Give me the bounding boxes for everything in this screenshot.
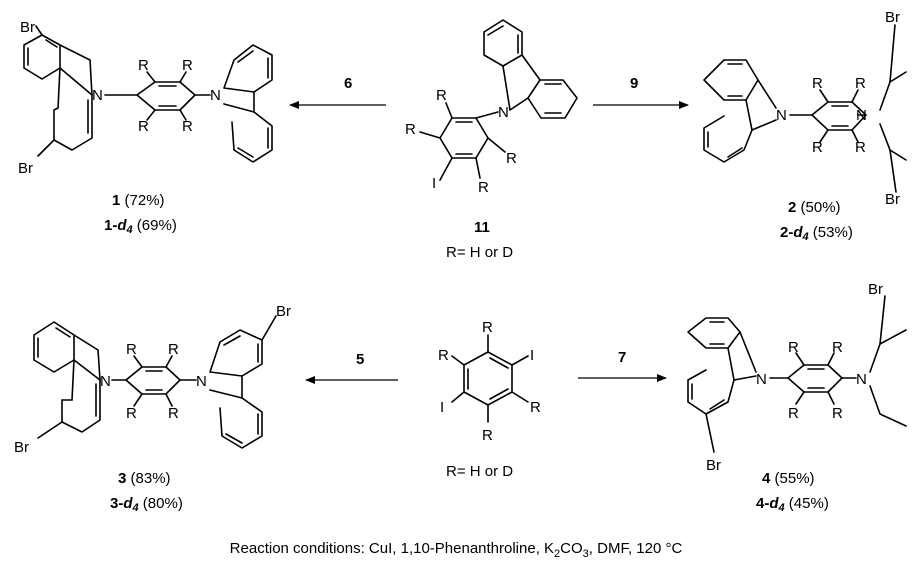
atom-br: Br [885, 9, 900, 26]
compound-3-d4-label: 3-d4 (80%) [110, 495, 183, 514]
diiodobenzene-structure [451, 334, 529, 423]
atom-r: R [478, 179, 489, 196]
compound-11-structure [419, 19, 578, 181]
compound-4-label: 4 (55%) [762, 470, 815, 487]
atom-r: R [168, 405, 179, 422]
atom-r: R [138, 57, 149, 74]
atom-r: R [482, 427, 493, 444]
arrow-label-5: 5 [356, 351, 364, 368]
atom-i: I [440, 399, 444, 416]
atom-r: R [788, 405, 799, 422]
compound-2-label: 2 (50%) [788, 199, 841, 216]
atom-r: R [530, 399, 541, 416]
compound-1-structure [23, 25, 273, 163]
atom-br: Br [706, 457, 721, 474]
arrow-label-9: 9 [630, 75, 638, 92]
atom-r: R [832, 405, 843, 422]
atom-r: R [182, 57, 193, 74]
atom-r: R [126, 405, 137, 422]
atom-r: R [405, 121, 416, 138]
atom-i: I [530, 347, 534, 364]
reagent-note-bottom: R= H or D [446, 463, 513, 480]
atom-i: I [432, 175, 436, 192]
compound-3-structure [33, 315, 277, 449]
atom-r: R [788, 339, 799, 356]
atom-r: R [168, 341, 179, 358]
atom-r: R [832, 339, 843, 356]
compound-2-structure [703, 24, 907, 193]
compound-11-label: 11 [474, 219, 490, 236]
atom-n: N [92, 87, 103, 104]
atom-r: R [436, 87, 447, 104]
atom-r: R [138, 118, 149, 135]
atom-br: Br [276, 303, 291, 320]
atom-br: Br [885, 191, 900, 208]
atom-n: N [210, 87, 221, 104]
atom-br: Br [20, 19, 35, 36]
atom-r: R [812, 75, 823, 92]
atom-r: R [438, 347, 449, 364]
atom-n: N [498, 104, 509, 121]
atom-n: N [756, 371, 767, 388]
atom-n: N [856, 371, 867, 388]
compound-2-d4-label: 2-d4 (53%) [780, 224, 853, 243]
atom-r: R [482, 319, 493, 336]
compound-1-label: 1 (72%) [112, 192, 165, 209]
atom-br: Br [14, 439, 29, 456]
atom-r: R [126, 341, 137, 358]
atom-br: Br [868, 281, 883, 298]
atom-r: R [182, 118, 193, 135]
compound-1-d4-label: 1-d4 (69%) [104, 217, 177, 236]
atom-n: N [856, 107, 867, 124]
reagent-note-11: R= H or D [446, 244, 513, 261]
atom-r: R [812, 139, 823, 156]
reaction-conditions: Reaction conditions: CuI, 1,10-Phenanthr… [229, 540, 683, 560]
compound-4-d4-label: 4-d4 (45%) [756, 495, 829, 514]
atom-br: Br [18, 160, 33, 177]
arrow-label-6: 6 [344, 75, 352, 92]
atom-r: R [855, 139, 866, 156]
compound-3-label: 3 (83%) [118, 470, 171, 487]
atom-n: N [100, 373, 111, 390]
atom-n: N [776, 107, 787, 124]
atom-r: R [855, 75, 866, 92]
atom-n: N [196, 373, 207, 390]
atom-r: R [506, 150, 517, 167]
compound-4-structure [687, 295, 907, 453]
arrow-label-7: 7 [618, 349, 626, 366]
